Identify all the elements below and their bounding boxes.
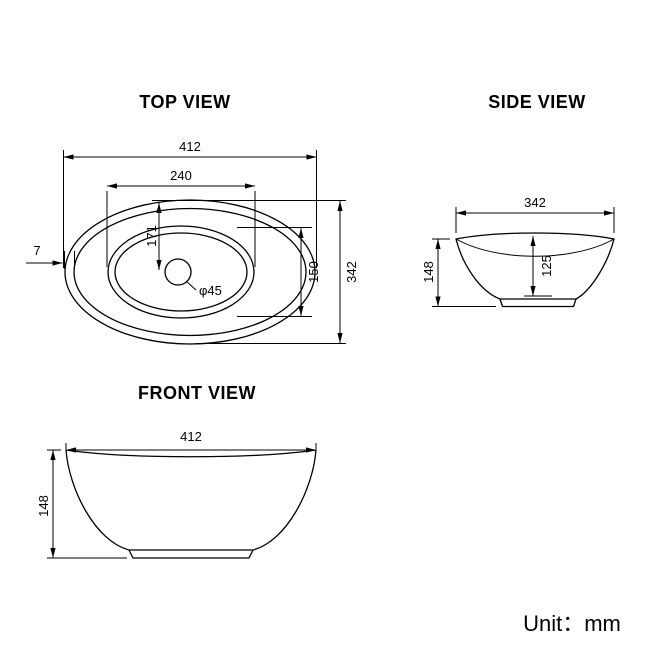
basin-outer-ellipse [107,225,255,319]
front-view-drawing: 412 148 [36,429,317,559]
side-inner-depth-label: 125 [539,255,554,277]
basin-inner-ellipse [114,232,248,312]
top-overall-width-label: 412 [179,139,201,154]
side-view-title: SIDE VIEW [488,92,586,112]
top-basin-length-label: 150 [306,261,321,283]
side-height-label: 148 [421,261,436,283]
top-view-drawing: φ45 412 240 171 [26,139,359,345]
front-base-foot [128,549,254,559]
top-view-title: TOP VIEW [139,92,230,112]
side-view-drawing: 342 148 125 [421,195,615,308]
side-width-label: 342 [524,195,546,210]
unit-label: Unit：mm [523,611,621,636]
side-view-dim-height: 148 [421,238,496,307]
side-bowl-outline [455,232,615,300]
top-view-dim-overall-width: 412 [63,139,317,268]
inner-rim-ellipse [73,207,307,337]
side-inner-rim-curve [455,238,615,257]
top-view-dim-rim-thickness: 7 [26,243,75,269]
top-center-to-end-label: 171 [144,225,159,247]
front-view-dim-width: 412 [65,429,317,453]
side-view-dim-width: 342 [455,195,615,233]
top-view-dim-basin-length: 150 [237,227,321,317]
front-view-dim-height: 148 [36,449,127,559]
outer-rim-ellipse [64,199,316,345]
drain-circle [164,258,192,286]
top-view-dim-overall-length: 342 [152,200,359,344]
front-width-label: 412 [180,429,202,444]
top-rim-thickness-label: 7 [33,243,40,258]
top-view-dim-center-to-end: 171 [144,203,162,270]
front-view-title: FRONT VIEW [138,383,256,403]
top-overall-length-label: 342 [344,261,359,283]
side-view-dim-inner-depth: 125 [530,236,554,296]
top-view-dim-basin-width: 240 [106,168,256,267]
front-height-label: 148 [36,495,51,517]
top-basin-width-label: 240 [170,168,192,183]
front-bowl-outline [65,449,317,551]
drain-leader-line [185,280,197,291]
side-base-foot [499,298,577,308]
drain-diameter-label: φ45 [199,283,222,298]
